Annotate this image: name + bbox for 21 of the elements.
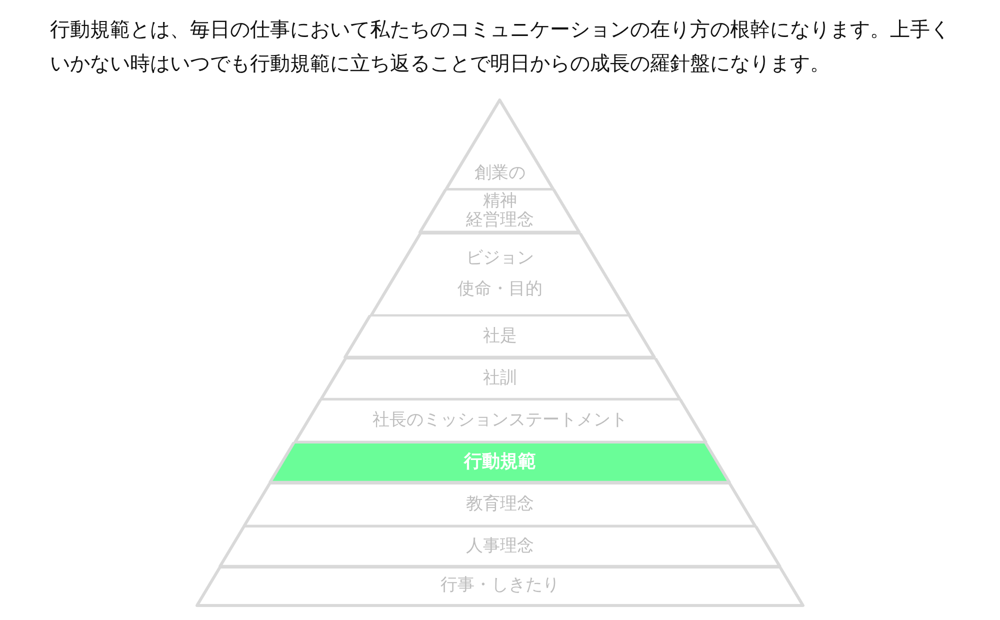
highlighted-pyramid-level xyxy=(267,442,733,483)
pyramid-level xyxy=(292,399,708,442)
level-label: 社是 xyxy=(482,326,517,346)
level-label: ビジョン xyxy=(466,248,534,268)
level-label: 教育理念 xyxy=(466,494,534,514)
pyramid-level xyxy=(443,97,557,190)
level-label: 使命・目的 xyxy=(457,280,542,300)
level-label: 人事理念 xyxy=(466,536,534,556)
pyramid-level xyxy=(194,566,806,608)
pyramid-level xyxy=(318,358,682,400)
pyramid-level xyxy=(342,315,658,358)
level-label: 精神 xyxy=(482,192,517,211)
pyramid-level xyxy=(217,526,783,566)
level-label: 社訓 xyxy=(482,368,517,388)
level-label: 創業の xyxy=(474,164,526,184)
level-label: 行動規範 xyxy=(464,452,536,473)
level-label: 社長のミッションステートメント xyxy=(372,411,628,431)
level-label: 経営理念 xyxy=(466,211,534,231)
description-paragraph: 行動規範とは、毎日の仕事において私たちのコミュニケーションの在り方の根幹になります。上手くいかない時はいつでも行動規範に立ち返ることで明日からの成長の羅針盤になります。 xyxy=(50,16,950,77)
pyramid-level xyxy=(241,482,759,526)
level-label: 行事・しきたり xyxy=(440,576,560,596)
